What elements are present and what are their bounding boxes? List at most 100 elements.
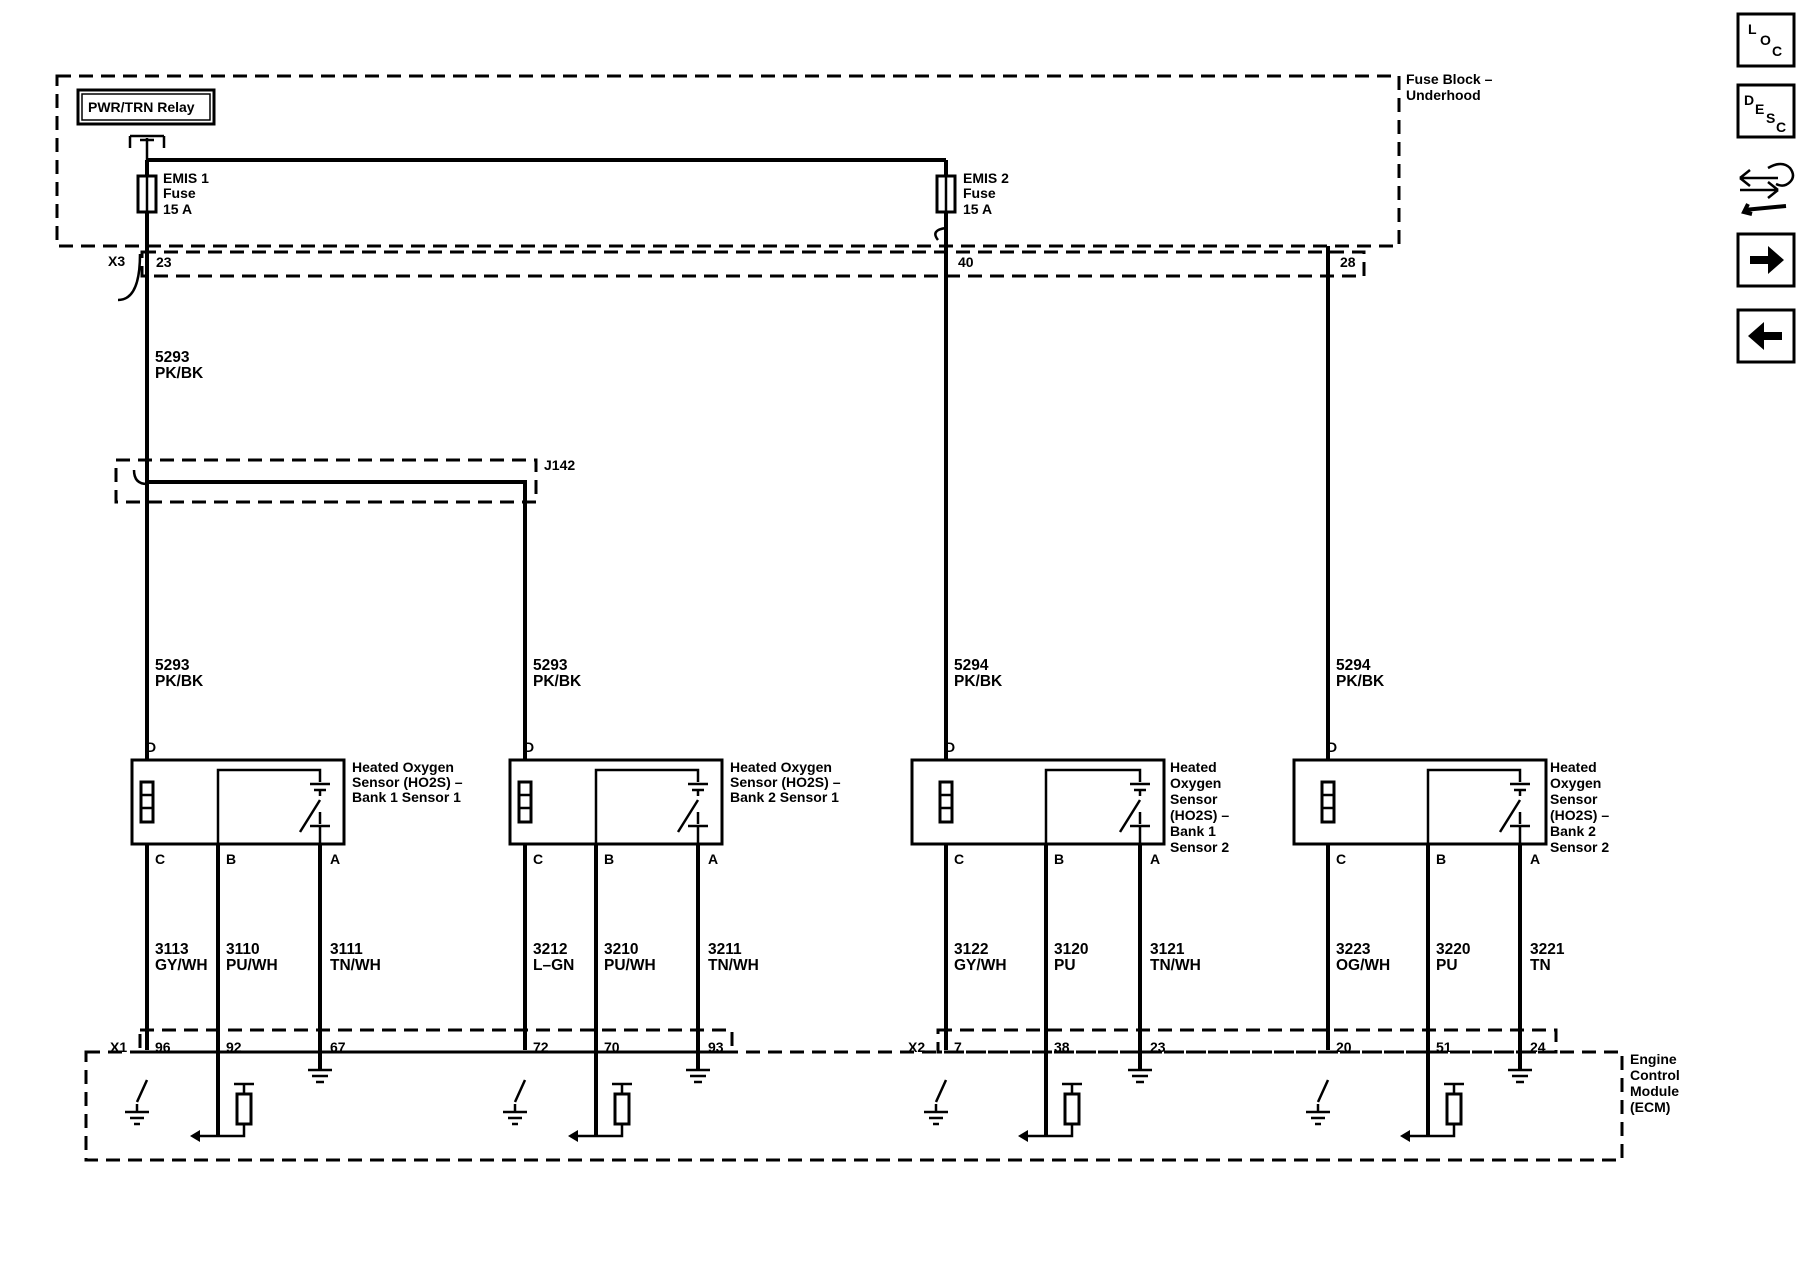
ground-icon (125, 1110, 149, 1126)
resistor-icon (613, 1092, 631, 1126)
sensor-box (508, 758, 724, 846)
wire-circuit-3: 3211 (708, 941, 742, 958)
wire-color-1: GY/WH (954, 957, 1007, 974)
arrow-right-icon[interactable] (1736, 232, 1796, 288)
wire-color-1: OG/WH (1336, 957, 1390, 974)
ecm-pin: 72 (533, 1039, 549, 1055)
sensor-name-line: Oxygen (1550, 775, 1601, 791)
sensor-name-line: Bank 1 Sensor 1 (352, 789, 461, 805)
switch-blade (298, 799, 322, 833)
emis2-fuse: EMIS 2 Fuse 15 A (935, 170, 1009, 217)
reference-icon (234, 1082, 254, 1094)
ecm-pin: 70 (604, 1039, 620, 1055)
desc-letter-e: E (1755, 101, 1764, 117)
heater-lines (519, 793, 531, 810)
pin-c: C (1336, 851, 1346, 867)
sensor-name-line: Sensor (1170, 791, 1218, 807)
pin-c: C (533, 851, 543, 867)
sensor-name-line: Bank 1 (1170, 823, 1216, 839)
signal-arrow-icon (568, 1130, 578, 1142)
wire-circuit-2: 3110 (226, 941, 260, 958)
ecm-pin: 96 (155, 1039, 171, 1055)
signal-arrow-icon (1018, 1130, 1028, 1142)
pin-d: D (524, 739, 534, 755)
feed-circuit-2: 5293 (533, 657, 568, 674)
fuse-block: Fuse Block – Underhood PWR/TRN Relay EMI… (55, 71, 1493, 302)
ecm-channel-1: 96 92 67 (125, 1039, 346, 1142)
wire-color-3: TN/WH (330, 957, 381, 974)
sensor-box (1292, 758, 1548, 846)
loc-button[interactable]: L O C (1736, 12, 1796, 68)
signal-arrow-icon (190, 1130, 200, 1142)
desc-letter-d: D (1744, 92, 1754, 108)
ecm-pin: 20 (1336, 1039, 1352, 1055)
sensor-name-line: (HO2S) – (1170, 807, 1229, 823)
connector-x2: X2 (908, 1039, 925, 1055)
wire-circuit-3: 3121 (1150, 941, 1185, 958)
pin-a: A (1530, 851, 1540, 867)
heater-lines (940, 793, 952, 810)
wire-color-2: PU (1436, 957, 1458, 974)
wire-color-1: GY/WH (155, 957, 208, 974)
sensor-name-line: Heated Oxygen (730, 759, 832, 775)
ecm-pin: 92 (226, 1039, 242, 1055)
sensor-name-line: Heated (1550, 759, 1597, 775)
sensor-name-line: Heated Oxygen (352, 759, 454, 775)
wire-color-3: TN/WH (1150, 957, 1201, 974)
wire-circuit-2: 3120 (1054, 941, 1088, 958)
sensor-name-line: (HO2S) – (1550, 807, 1609, 823)
loc-letter-l: L (1748, 21, 1757, 37)
resistor-lead (218, 1124, 246, 1138)
sensor-internal-wire (216, 768, 322, 844)
wire-color-2: PU (1054, 957, 1076, 974)
wrench-arrows-icon[interactable] (1739, 162, 1795, 216)
fuse1-line3: 15 A (163, 201, 192, 217)
resistor-icon (1063, 1092, 1081, 1126)
ecm-label-4: (ECM) (1630, 1099, 1670, 1115)
feed-color-4: PK/BK (1336, 673, 1385, 690)
ecm-label-3: Module (1630, 1083, 1679, 1099)
sensor-name-line: Sensor (HO2S) – (352, 774, 463, 790)
sensor-internal-wire (1426, 768, 1522, 844)
pin-c: C (155, 851, 165, 867)
ecm-switch (1316, 1079, 1330, 1112)
ground-icon (686, 1068, 710, 1084)
pin-b: B (1436, 851, 1446, 867)
connector-x3: X3 (108, 253, 125, 269)
sensor-box (130, 758, 346, 846)
desc-button[interactable]: D E S C (1736, 83, 1796, 139)
sensor-name-line: Sensor 2 (1170, 839, 1229, 855)
switch-bottom (1510, 812, 1530, 844)
fuse2-line1: EMIS 2 (963, 170, 1009, 186)
heater-element (139, 780, 155, 824)
sensor-internal-wire (594, 768, 700, 844)
wire-circuit-2: 3220 (1436, 941, 1470, 958)
ecm-pin: 24 (1530, 1039, 1546, 1055)
heater-lines (141, 793, 153, 810)
feed-circuit-1: 5293 (155, 657, 190, 674)
wire-circuit-1: 3223 (1336, 941, 1371, 958)
feed-circuit-4: 5294 (1336, 657, 1371, 674)
wire-circuit-1: 3122 (954, 941, 988, 958)
ground-icon (1306, 1110, 1330, 1126)
sensor-name-line: Oxygen (1170, 775, 1221, 791)
switch-top (688, 782, 708, 796)
loc-letter-c: C (1772, 43, 1782, 59)
ecm-pin: 93 (708, 1039, 724, 1055)
pin-b: B (226, 851, 236, 867)
sensor-name-line: Sensor (1550, 791, 1598, 807)
sensor-name-line: Bank 2 (1550, 823, 1596, 839)
heater-element (517, 780, 533, 824)
pin-b: B (1054, 851, 1064, 867)
wire-circuit-1: 3113 (155, 941, 189, 958)
ecm-pin: 67 (330, 1039, 346, 1055)
ecm-label-1: Engine (1630, 1051, 1677, 1067)
arrow-left-icon[interactable] (1736, 308, 1796, 364)
heater-element (938, 780, 954, 824)
ecm-pin: 7 (954, 1039, 962, 1055)
